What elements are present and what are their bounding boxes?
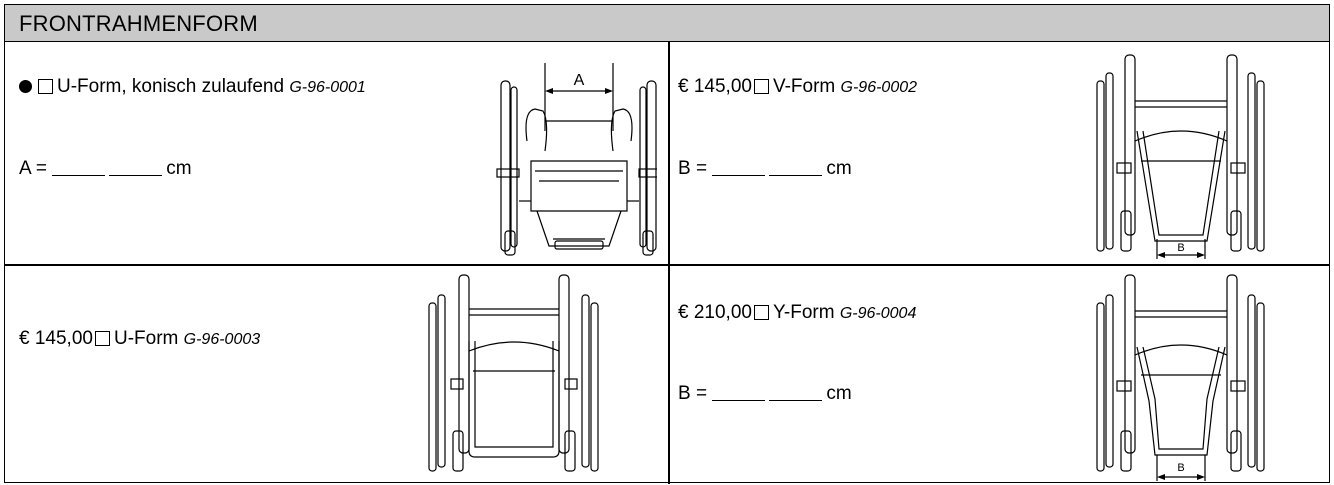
option-label: U-Form [113, 328, 179, 349]
selected-bullet-icon [19, 80, 32, 93]
option-code: G-96-0001 [289, 79, 366, 96]
section-title: FRONTRAHMENFORM [19, 11, 258, 36]
option-checkbox[interactable] [753, 305, 769, 320]
option-label: Y-Form [772, 302, 835, 323]
option-price: € 145,00 [19, 328, 93, 349]
option-price: € 210,00 [678, 302, 752, 323]
measure-a-row: A = cm [19, 158, 192, 180]
option-checkbox[interactable] [94, 331, 110, 346]
measure-label: B = [678, 383, 708, 404]
dimension-letter: B [1177, 462, 1184, 474]
row-divider [5, 264, 1329, 266]
section-header: FRONTRAHMENFORM [5, 5, 1329, 42]
measure-blank-1[interactable] [712, 384, 766, 401]
option-u-form: € 145,00 U-Form G-96-0003 [19, 328, 260, 351]
measure-b-row-v: B = cm [678, 158, 852, 180]
option-v-form: € 145,00 V-Form G-96-0002 [678, 76, 917, 99]
option-label: U-Form, konisch zulaufend [57, 76, 285, 97]
frontrahmenform-form: FRONTRAHMENFORM U-Form, konisch zulaufen… [4, 4, 1330, 484]
measure-b-row-y: B = cm [678, 383, 852, 405]
option-price: € 145,00 [678, 76, 752, 97]
option-code: G-96-0002 [840, 79, 918, 96]
measure-blank-1[interactable] [52, 159, 106, 176]
option-y-form: € 210,00 Y-Form G-96-0004 [678, 302, 916, 325]
wheelchair-diagram-u-form [423, 271, 605, 479]
option-u-form-conical: U-Form, konisch zulaufend G-96-0001 [19, 76, 366, 99]
measure-blank-2[interactable] [769, 159, 823, 176]
dimension-letter: B [1177, 242, 1184, 254]
measure-label: A = [19, 158, 47, 179]
wheelchair-diagram-u-conical: A [487, 51, 657, 261]
option-code: G-96-0003 [183, 331, 261, 348]
option-checkbox[interactable] [753, 79, 769, 94]
measure-blank-1[interactable] [712, 159, 766, 176]
column-divider [668, 42, 670, 484]
measure-label: B = [678, 158, 708, 179]
measure-blank-2[interactable] [769, 384, 823, 401]
dimension-letter: A [574, 72, 585, 89]
measure-unit: cm [166, 158, 192, 179]
measure-unit: cm [826, 383, 852, 404]
option-code: G-96-0004 [839, 305, 917, 322]
option-label: V-Form [772, 76, 836, 97]
wheelchair-diagram-y-form: B [1091, 271, 1271, 483]
wheelchair-diagram-v-form: B [1091, 51, 1271, 263]
option-checkbox[interactable] [38, 79, 53, 94]
measure-unit: cm [826, 158, 852, 179]
measure-blank-2[interactable] [109, 159, 163, 176]
